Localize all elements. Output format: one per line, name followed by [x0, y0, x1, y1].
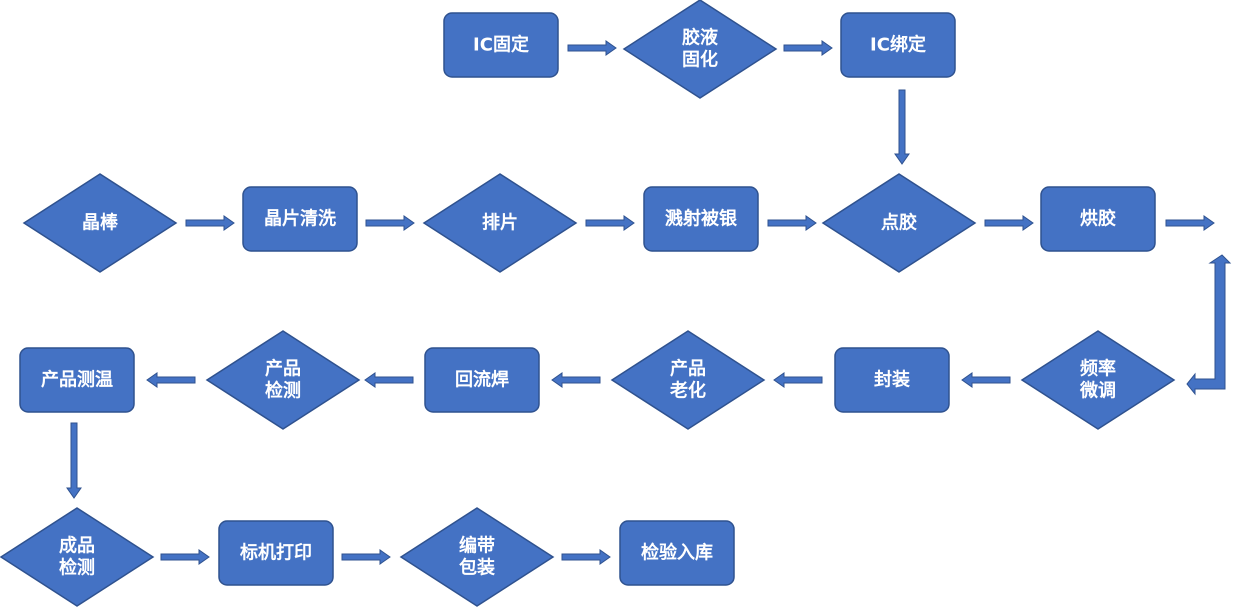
arrow-product-test-to-temp-test [146, 372, 196, 388]
process-box [424, 347, 540, 413]
node-label: 固化 [682, 49, 718, 71]
node-label: 检测 [59, 557, 95, 579]
node-label: 产品 [265, 358, 301, 380]
node-sputter-silver: 溅射被银 [643, 186, 759, 252]
decision-diamond [22, 173, 178, 273]
node-label: 检验入库 [641, 542, 713, 564]
node-package: 封装 [834, 347, 950, 413]
node-label: 标机打印 [239, 542, 312, 564]
decision-diamond [399, 507, 555, 607]
node-inspect-store: 检验入库 [619, 520, 735, 586]
arrow-temp-test-to-final-test [66, 422, 82, 499]
arrow-loop-to-freq-tune [1186, 254, 1232, 396]
node-ic-bind: IC绑定 [840, 12, 956, 78]
node-label: 包装 [459, 557, 495, 579]
node-label: 编带 [459, 535, 495, 557]
node-label: 排片 [482, 212, 518, 234]
arrow-dispense-to-bake [984, 215, 1034, 231]
process-box [619, 520, 735, 586]
process-box [1040, 186, 1156, 252]
process-box [443, 12, 559, 78]
process-box [834, 347, 950, 413]
arrow-reflow-to-product-test [364, 372, 414, 388]
node-bake: 烘胶 [1040, 186, 1156, 252]
node-arrange: 排片 [422, 173, 578, 273]
process-box [19, 347, 135, 413]
node-laser-print: 标机打印 [218, 520, 334, 586]
arrow-freq-tune-to-package [961, 372, 1011, 388]
decision-diamond [205, 330, 361, 430]
node-reflow: 回流焊 [424, 347, 540, 413]
node-label: 老化 [670, 380, 706, 402]
arrow-laser-print-to-tape-pack [341, 549, 391, 565]
node-label: 溅射被银 [665, 208, 738, 230]
process-box [643, 186, 759, 252]
arrow-sputter-silver-to-dispense [767, 215, 817, 231]
arrow-ic-fix-to-glue-cure [567, 40, 617, 56]
arrow-arrange-to-sputter-silver [585, 215, 635, 231]
node-label: 微调 [1079, 380, 1116, 402]
decision-diamond [821, 173, 977, 273]
process-box [840, 12, 956, 78]
decision-diamond [0, 507, 155, 607]
node-label: 检测 [265, 380, 301, 402]
arrow-aging-to-reflow [551, 372, 601, 388]
node-ingot: 晶棒 [22, 173, 178, 273]
arrow-glue-cure-to-ic-bind [783, 40, 833, 56]
node-ic-fix: IC固定 [443, 12, 559, 78]
node-label: 成品 [59, 535, 95, 557]
decision-diamond [422, 173, 578, 273]
node-label: 产品测温 [41, 369, 113, 391]
arrow-ingot-to-wafer-clean [185, 215, 235, 231]
arrow-package-to-aging [773, 372, 823, 388]
node-label: 频率 [1080, 358, 1116, 380]
decision-diamond [610, 330, 766, 430]
decision-diamond [1020, 330, 1176, 430]
arrow-ic-bind-to-dispense [894, 89, 910, 165]
node-label: 产品 [670, 358, 706, 380]
decision-diamond [622, 0, 778, 99]
node-label: 胶液 [682, 27, 719, 49]
node-label: 点胶 [881, 212, 917, 234]
node-label: IC绑定 [870, 34, 926, 56]
node-wafer-clean: 晶片清洗 [242, 186, 358, 252]
node-label: IC固定 [473, 34, 529, 56]
node-dispense: 点胶 [821, 173, 977, 273]
node-label: 晶片清洗 [264, 208, 336, 230]
arrow-bake-out [1165, 215, 1215, 231]
node-label: 烘胶 [1080, 208, 1116, 230]
process-box [218, 520, 334, 586]
node-temp-test: 产品测温 [19, 347, 135, 413]
arrow-wafer-clean-to-arrange [365, 215, 415, 231]
node-label: 晶棒 [82, 212, 119, 234]
node-label: 回流焊 [455, 369, 509, 391]
process-box [242, 186, 358, 252]
arrow-final-test-to-laser-print [160, 549, 210, 565]
node-label: 封装 [874, 369, 910, 391]
arrow-tape-pack-to-inspect-store [561, 549, 611, 565]
